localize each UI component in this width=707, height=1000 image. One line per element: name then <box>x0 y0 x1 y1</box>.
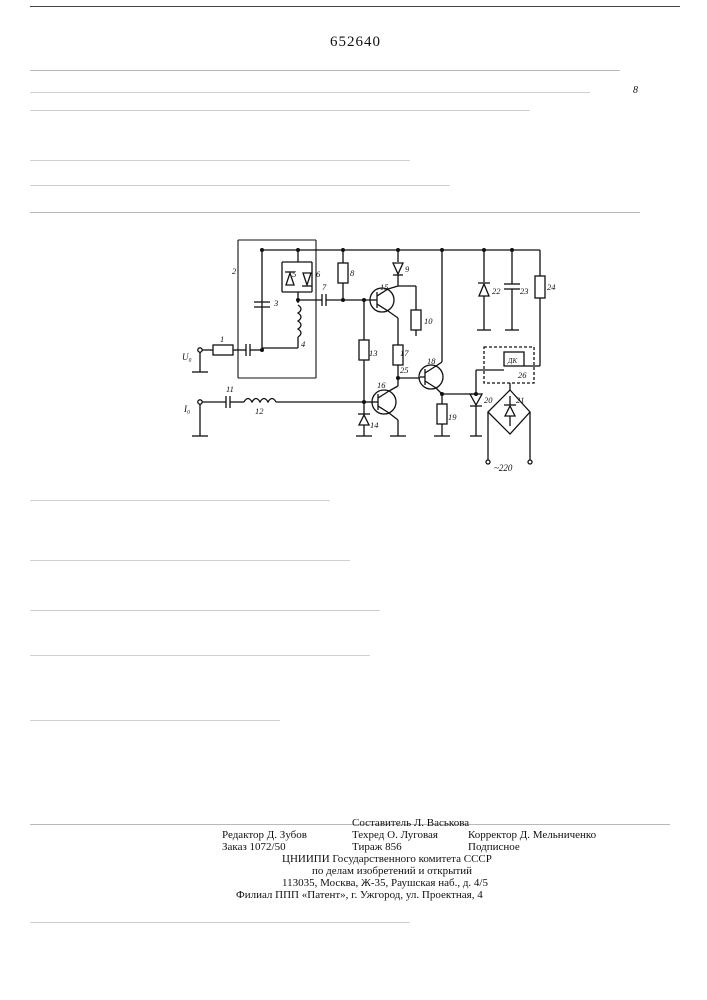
editor: Редактор Д. Зубов <box>222 829 307 841</box>
branch: Филиал ППП «Патент», г. Ужгород, ул. Про… <box>236 889 483 901</box>
circulation: Тираж 856 <box>352 841 402 853</box>
subscription: Подписное <box>468 841 520 853</box>
order: Заказ 1072/50 <box>222 841 286 853</box>
institute: ЦНИИПИ Государственного комитета СССР <box>282 853 492 865</box>
tech-editor: Техред О. Луговая <box>352 829 438 841</box>
compiler: Составитель Л. Васькова <box>352 817 469 829</box>
institute-dept: по делам изобретений и открытий <box>312 865 472 877</box>
address: 113035, Москва, Ж-35, Раушская наб., д. … <box>282 877 488 889</box>
corrector: Корректор Д. Мельниченко <box>468 829 596 841</box>
